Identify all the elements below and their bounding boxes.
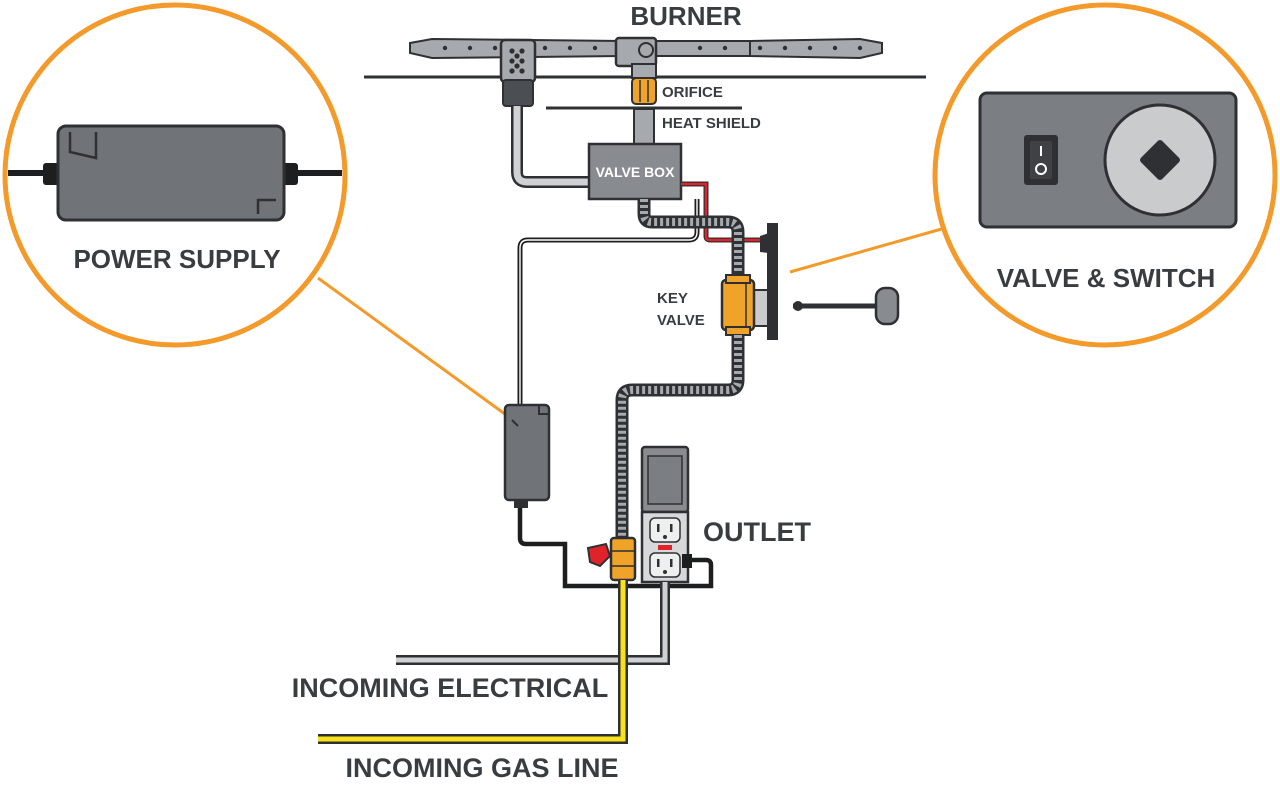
burner-assembly: BURNER ORIFICE <box>364 1 926 188</box>
valve-box: VALVE BOX <box>587 142 683 201</box>
power-supply-label: POWER SUPPLY <box>73 244 280 274</box>
incoming-gas-line-label: INCOMING GAS LINE <box>345 753 618 783</box>
power-supply-callout: POWER SUPPLY <box>2 2 521 427</box>
power-supply-brick <box>56 124 286 222</box>
switch-wire-red <box>681 181 768 243</box>
power-supply-unit <box>503 403 551 508</box>
valve-switch-label: VALVE & SWITCH <box>997 263 1216 293</box>
key-valve-label-line2: VALVE <box>657 312 705 329</box>
shutoff-handle <box>586 542 612 568</box>
valve-switch-callout: VALVE & SWITCH <box>789 2 1278 348</box>
orifice-label: ORIFICE <box>662 84 723 101</box>
orifice <box>631 77 657 105</box>
plug <box>682 554 692 568</box>
heat-shield-label: HEAT SHIELD <box>662 115 761 132</box>
key-valve-label-line1: KEY <box>657 290 688 307</box>
key-valve: KEY VALVE <box>657 223 900 340</box>
valve-key-handle <box>874 286 900 326</box>
power-supply-cord <box>517 508 714 589</box>
key-valve-tee <box>720 278 756 332</box>
key-valve-wall-plate <box>767 223 778 340</box>
burner-ports <box>442 45 863 51</box>
incoming-electrical-label: INCOMING ELECTRICAL <box>292 673 609 703</box>
outlet-label: OUTLET <box>703 517 811 547</box>
power-supply-leader-line <box>317 276 521 427</box>
gas-shutoff-valve <box>586 536 637 582</box>
ignitor-conduit <box>511 106 592 188</box>
key-valve-stem-icon <box>1140 140 1180 180</box>
rocker-switch-side <box>760 230 778 254</box>
valve-box-label: VALVE BOX <box>596 164 675 180</box>
burner-label: BURNER <box>630 1 741 31</box>
outlet-assembly: OUTLET <box>640 445 811 584</box>
valve-switch-leader-line <box>789 226 946 274</box>
ignitor <box>499 38 537 107</box>
